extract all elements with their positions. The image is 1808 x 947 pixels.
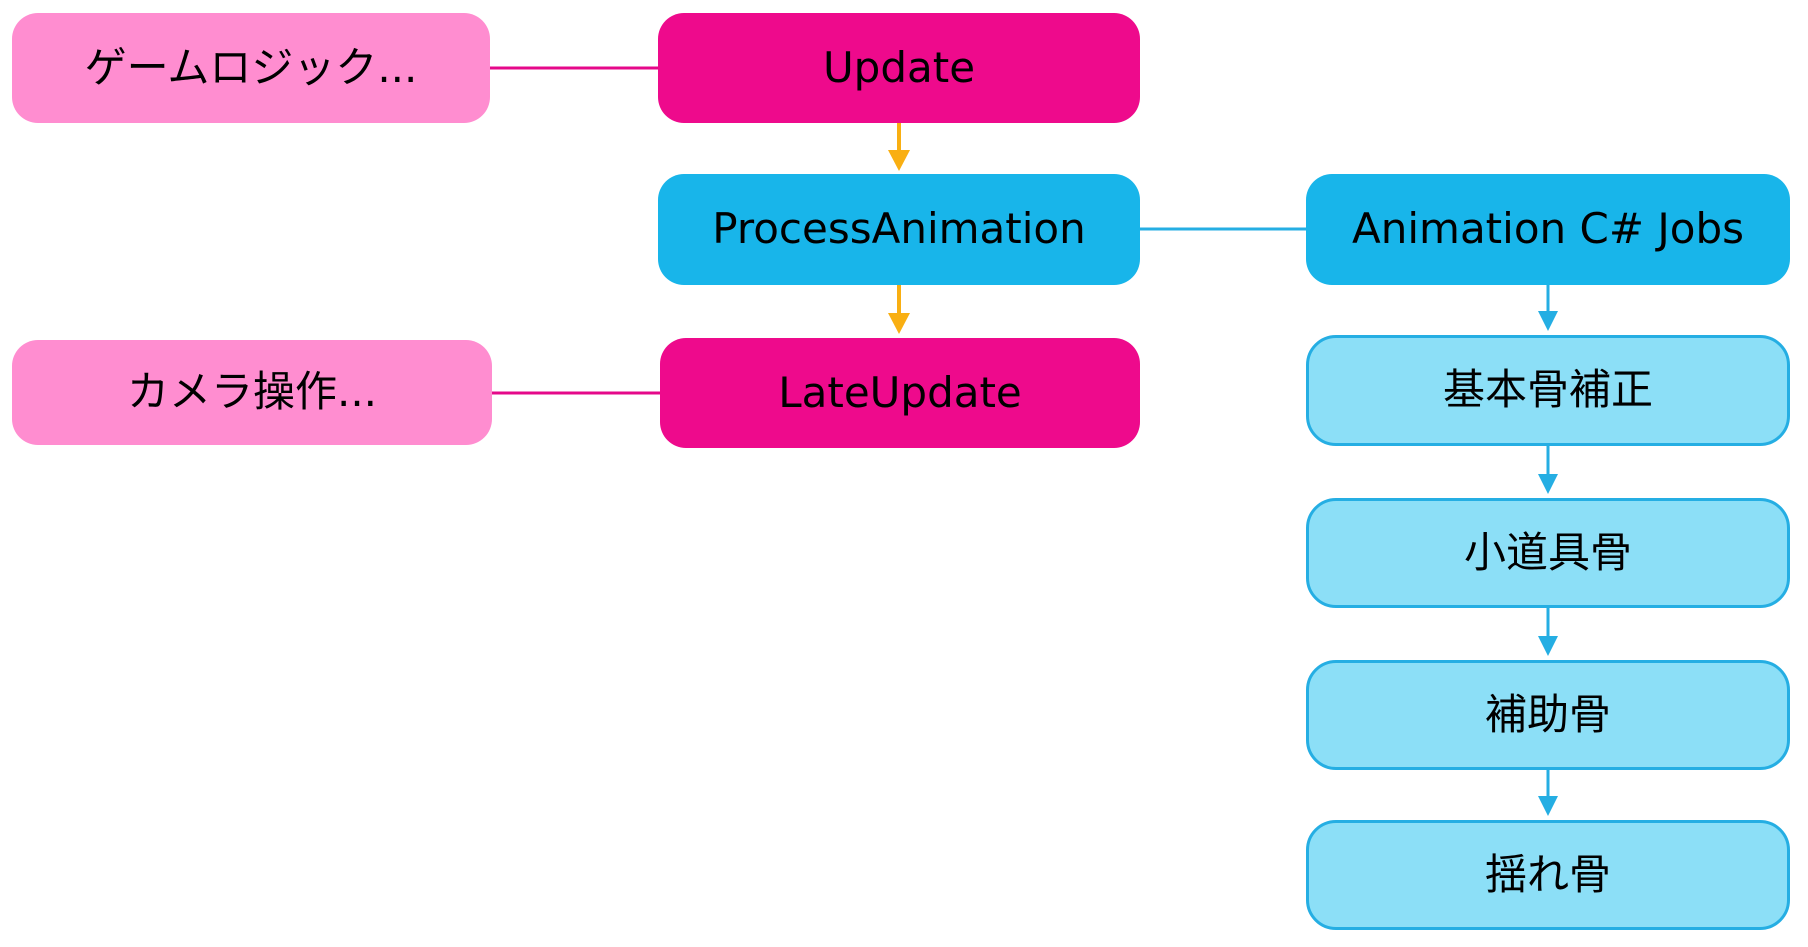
arrowhead-animationjobs-basicbone <box>1538 311 1558 331</box>
node-update: Update <box>658 13 1140 123</box>
node-animation-jobs-label: Animation C# Jobs <box>1352 204 1744 254</box>
arrowhead-processanimation-lateupdate <box>888 313 910 334</box>
node-late-update-label: LateUpdate <box>778 367 1022 417</box>
node-sway-bone: 揺れ骨 <box>1306 820 1790 930</box>
node-prop-bone: 小道具骨 <box>1306 498 1790 608</box>
arrowhead-basicbone-propbone <box>1538 474 1558 494</box>
node-basic-bone-label: 基本骨補正 <box>1442 365 1653 415</box>
node-process-animation-label: ProcessAnimation <box>712 204 1086 254</box>
arrowhead-propbone-helperbone <box>1538 636 1558 656</box>
node-helper-bone-label: 補助骨 <box>1484 689 1611 739</box>
node-game-logic-label: ゲームロジック... <box>84 42 418 92</box>
node-animation-jobs: Animation C# Jobs <box>1306 174 1790 285</box>
arrowhead-update-processanimation <box>888 150 910 171</box>
node-sway-bone-label: 揺れ骨 <box>1484 849 1611 899</box>
node-camera-label: カメラ操作... <box>126 367 378 417</box>
node-process-animation: ProcessAnimation <box>658 174 1140 285</box>
node-basic-bone: 基本骨補正 <box>1306 335 1790 446</box>
node-camera: カメラ操作... <box>12 340 492 445</box>
node-late-update: LateUpdate <box>660 338 1140 448</box>
node-helper-bone: 補助骨 <box>1306 660 1790 770</box>
arrowhead-helperbone-swaybone <box>1538 796 1558 816</box>
node-game-logic: ゲームロジック... <box>12 13 490 123</box>
node-update-label: Update <box>822 42 976 92</box>
node-prop-bone-label: 小道具骨 <box>1463 527 1632 577</box>
